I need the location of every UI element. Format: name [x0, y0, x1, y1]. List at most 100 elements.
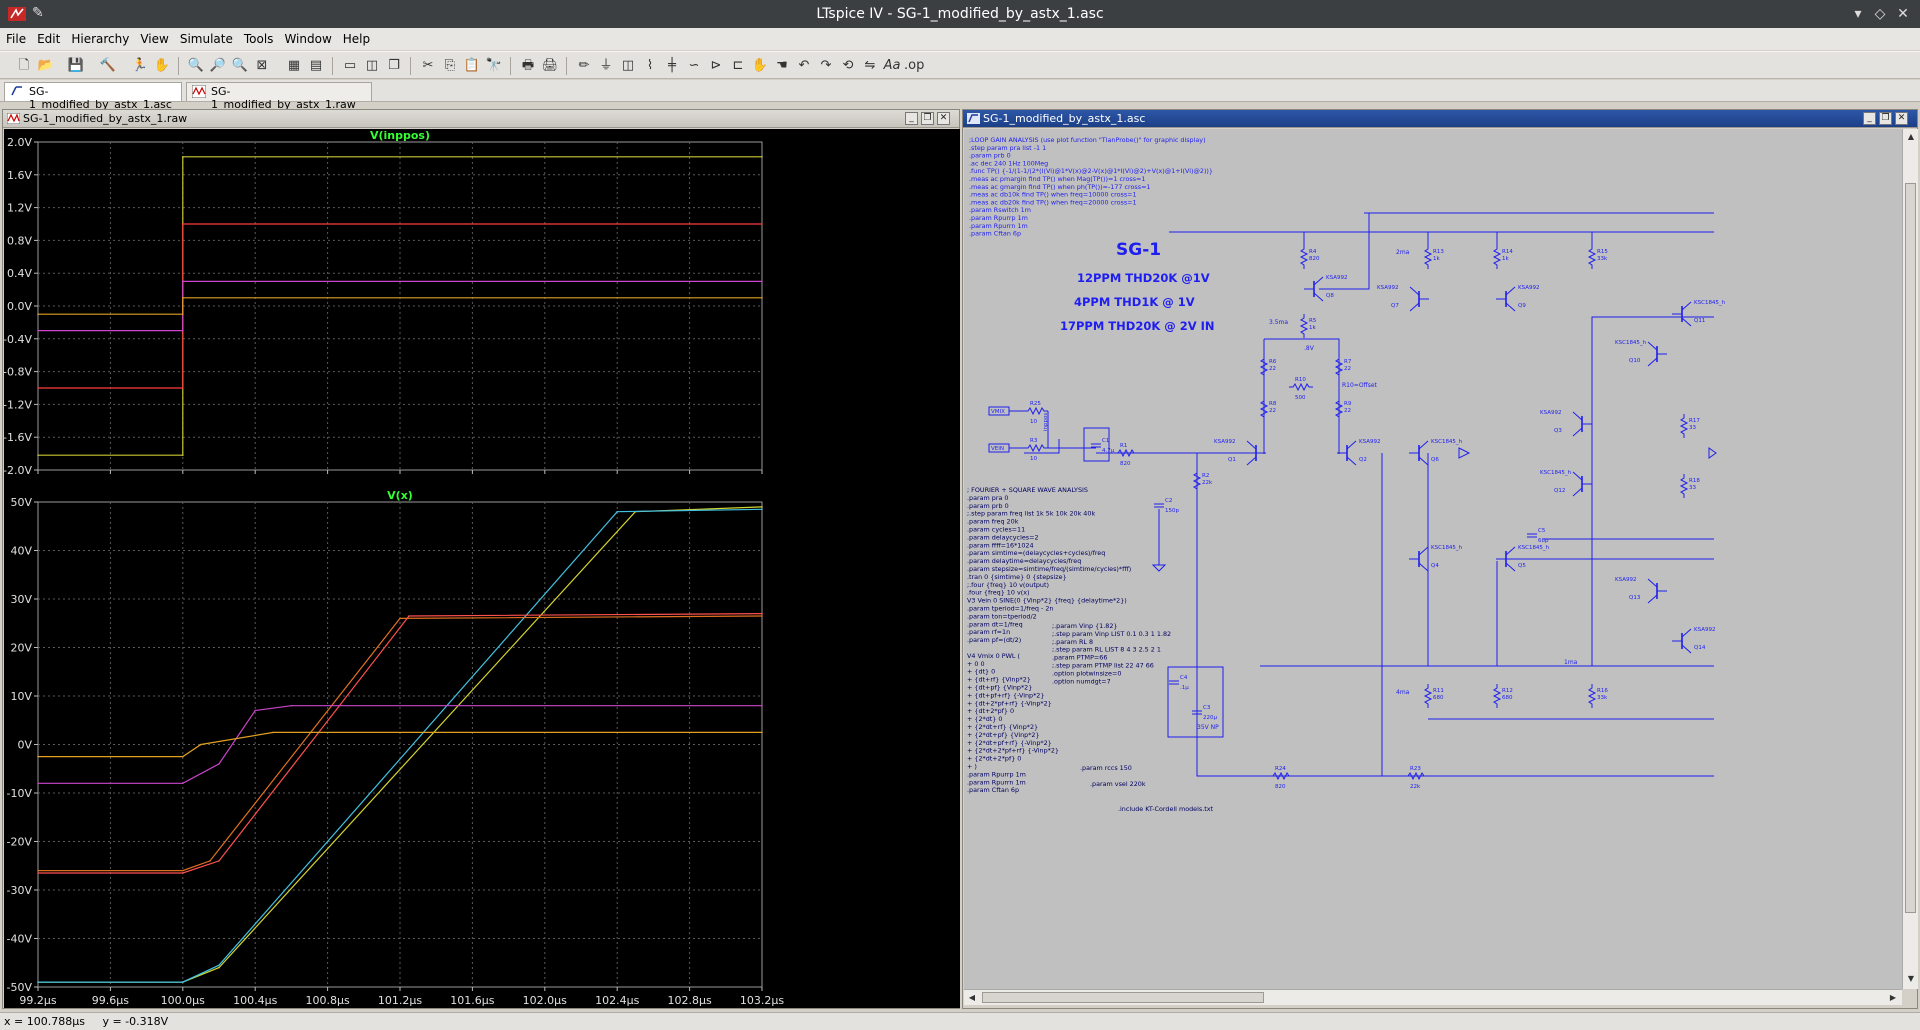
redo-icon[interactable]: ↷: [820, 58, 832, 73]
tile-horizontal-icon[interactable]: ▭: [343, 58, 357, 73]
drag-hand-icon[interactable]: ☚: [776, 58, 788, 73]
label-net-icon[interactable]: ◫: [621, 58, 635, 73]
halt-icon[interactable]: ✋: [153, 58, 171, 73]
transistor-q6: [1409, 440, 1429, 466]
param-directive: ;.param Vinp {1.82}: [1052, 622, 1117, 630]
schematic-close-button[interactable]: ✕: [1895, 112, 1908, 125]
y-tick-label: 1.6V: [7, 169, 32, 182]
transistor-q14: [1672, 628, 1692, 654]
data-point: [37, 313, 39, 315]
zoom-out-icon[interactable]: 🔍: [231, 58, 249, 73]
component-value: 33: [1689, 425, 1696, 431]
scroll-right-arrow-icon[interactable]: ▶: [1889, 993, 1897, 1002]
pin-icon[interactable]: ✎: [32, 5, 44, 21]
menu-help[interactable]: Help: [342, 32, 371, 46]
param-directive: ;.step param Vinp LIST 0.1 0.3 1 1.82: [1052, 630, 1171, 638]
print-icon[interactable]: 🖨: [541, 58, 559, 73]
plot-pane-inppos[interactable]: V(inppos)2.0V1.6V1.2V0.8V0.4V0.0V-0.4V-0…: [3, 129, 763, 477]
print-preview-icon[interactable]: 🖶: [521, 58, 535, 73]
tile-vertical-icon[interactable]: ◫: [365, 58, 379, 73]
waveform-close-button[interactable]: ✕: [937, 112, 950, 125]
bjt-collector: [1647, 341, 1658, 351]
component-value: KSA992: [1326, 275, 1347, 281]
component-ref: Q2: [1359, 457, 1367, 463]
vein-label: VEIN: [991, 446, 1004, 452]
undo-icon[interactable]: ↶: [798, 58, 810, 73]
paste-icon[interactable]: 📋: [463, 58, 481, 73]
component-ref: R16: [1597, 688, 1608, 694]
tab-schematic[interactable]: SG-1_modified_by_astx_1.asc: [4, 82, 182, 111]
control-panel-icon[interactable]: 🔨: [99, 58, 117, 73]
plot-pane-vx[interactable]: V(x)50V40V30V20V10V0V-10V-20V-30V-40V-50…: [7, 489, 785, 1007]
resistor-symbol: [1587, 684, 1597, 708]
tab-waveform[interactable]: SG-1_modified_by_astx_1.raw: [186, 82, 372, 111]
diode-icon[interactable]: ⊳: [710, 58, 722, 73]
schematic-canvas[interactable]: ;LOOP GAIN ANALYSIS (use plot function "…: [964, 129, 1902, 989]
menu-edit[interactable]: Edit: [37, 32, 61, 46]
menu-tools[interactable]: Tools: [243, 32, 274, 46]
minimize-icon[interactable]: ▾: [1854, 6, 1862, 22]
waveform-plots[interactable]: V(inppos)2.0V1.6V1.2V0.8V0.4V0.0V-0.4V-0…: [3, 129, 960, 1008]
resistor-icon[interactable]: ⌇: [646, 58, 654, 73]
draw-wire-icon[interactable]: ✏: [578, 58, 590, 73]
menu-hierarchy[interactable]: Hierarchy: [71, 32, 130, 46]
x-tick-label: 100.0µs: [161, 994, 205, 1007]
component-ref: Q8: [1326, 293, 1334, 299]
new-schematic-icon[interactable]: 🗋: [18, 58, 30, 73]
c3-note: 35V NP: [1197, 724, 1219, 731]
schematic-restore-button[interactable]: ❐: [1879, 112, 1892, 125]
zoom-in-icon[interactable]: 🔍: [187, 58, 205, 73]
resistor-symbol: [1334, 355, 1344, 379]
move-hand-icon[interactable]: ✋: [751, 58, 769, 73]
y-tick-label: -40V: [7, 933, 33, 946]
waveform-minimize-button[interactable]: _: [905, 112, 918, 125]
waveform-restore-button[interactable]: ❐: [921, 112, 934, 125]
rotate-icon[interactable]: ⟲: [842, 58, 854, 73]
menu-file[interactable]: File: [6, 32, 27, 46]
zoom-fit-icon[interactable]: ⊠: [256, 58, 268, 73]
ground-icon[interactable]: ⏚: [599, 58, 613, 73]
maximize-icon[interactable]: ◇: [1874, 6, 1886, 22]
loop-gain-directive: .param prb 0: [969, 152, 1011, 160]
spice-directive-icon[interactable]: .op: [904, 58, 925, 73]
schematic-horizontal-scrollbar[interactable]: ◀ ▶: [964, 989, 1902, 1005]
fourier-directive: .param pf=(dt/2): [967, 636, 1021, 644]
spec-note: 17PPM THD20K @ 2V IN: [1060, 319, 1215, 333]
find-icon[interactable]: 🔭: [485, 58, 503, 73]
data-point: [761, 704, 763, 707]
run-icon[interactable]: 🏃: [131, 58, 149, 73]
schematic-drawing[interactable]: ;LOOP GAIN ANALYSIS (use plot function "…: [964, 129, 1902, 989]
scroll-thumb-vertical[interactable]: [1905, 183, 1916, 913]
menu-view[interactable]: View: [140, 32, 169, 46]
scroll-left-arrow-icon[interactable]: ◀: [968, 993, 976, 1002]
cut-icon[interactable]: ✂: [422, 58, 434, 73]
capacitor-icon[interactable]: ╪: [668, 58, 676, 73]
resistor-r15: [1587, 245, 1597, 269]
waveform-window: SG-1_modified_by_astx_1.raw _ ❐ ✕ V(inpp…: [2, 109, 960, 1009]
fourier-directive: .param delaycycles=2: [967, 533, 1039, 541]
component-icon[interactable]: ⊏: [732, 58, 744, 73]
resistor-symbol: [1299, 245, 1309, 269]
fourier-directive: .param Rpurrn 1m: [967, 778, 1026, 786]
menu-window[interactable]: Window: [284, 32, 332, 46]
autorange-icon[interactable]: ▦: [287, 58, 301, 73]
scroll-thumb-horizontal[interactable]: [982, 992, 1264, 1003]
cascade-icon[interactable]: ❐: [388, 58, 400, 73]
y-tick-label: -0.8V: [4, 366, 32, 379]
schematic-vertical-scrollbar[interactable]: ▲ ▼: [1902, 129, 1918, 989]
grid-icon[interactable]: ▤: [309, 58, 323, 73]
copy-icon[interactable]: ⎘: [444, 58, 456, 73]
inductor-icon[interactable]: ∽: [688, 58, 700, 73]
mirror-icon[interactable]: ⇋: [864, 58, 876, 73]
open-icon[interactable]: 📂: [37, 58, 55, 73]
scroll-up-arrow-icon[interactable]: ▲: [1907, 132, 1915, 141]
wire: [1319, 213, 1370, 290]
scroll-down-arrow-icon[interactable]: ▼: [1907, 974, 1915, 983]
text-icon[interactable]: Aa: [883, 58, 901, 73]
close-icon[interactable]: ✕: [1897, 6, 1909, 22]
zoom-area-icon[interactable]: 🔎: [209, 58, 227, 73]
schematic-minimize-button[interactable]: _: [1863, 112, 1876, 125]
save-icon[interactable]: 💾: [67, 58, 85, 73]
menu-simulate[interactable]: Simulate: [179, 32, 233, 46]
